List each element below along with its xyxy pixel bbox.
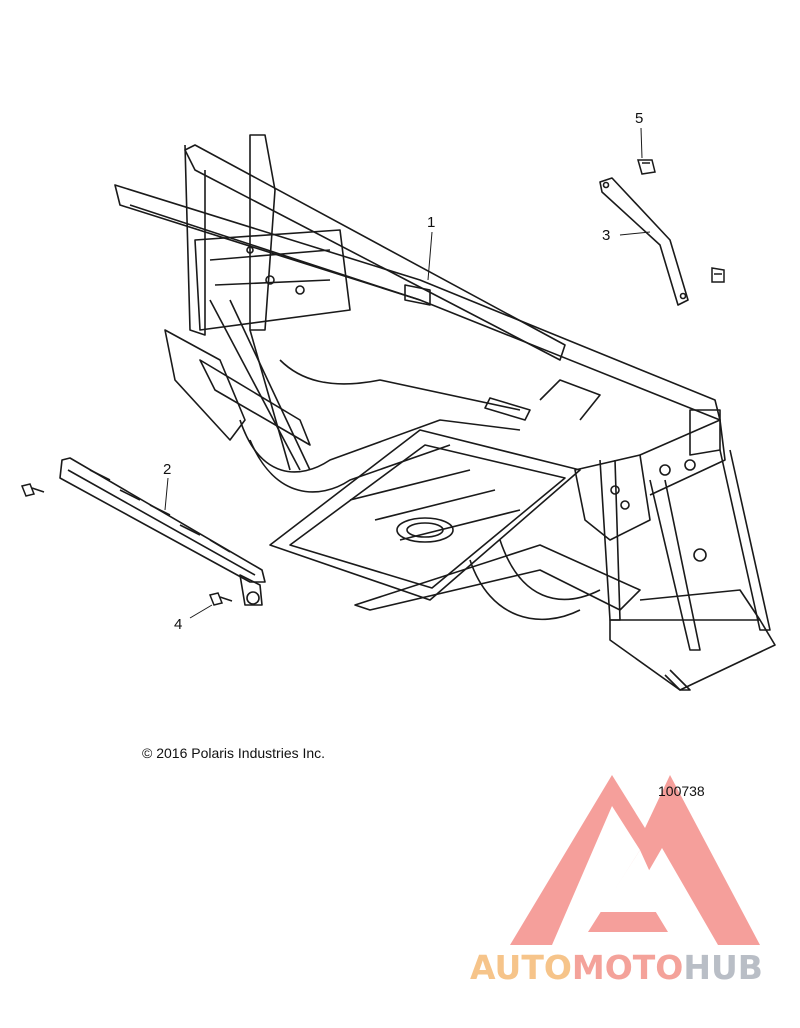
- copyright-text: © 2016 Polaris Industries Inc.: [142, 745, 326, 761]
- reference-number: 100738: [658, 783, 705, 799]
- leader-lines: [164, 127, 651, 619]
- callout-5: 5: [635, 110, 644, 127]
- watermark-text: AUTOMOTOHUB: [470, 948, 763, 987]
- callout-3: 3: [602, 227, 611, 244]
- watermark-auto: AUTO: [470, 948, 572, 987]
- main-frame-part: [114, 134, 776, 691]
- watermark-logo-icon: [510, 775, 760, 945]
- side-rail-part: [59, 457, 266, 606]
- callout-1: 1: [427, 214, 436, 231]
- bracket-part: [599, 177, 689, 306]
- watermark-hub: HUB: [683, 948, 763, 987]
- callout-4: 4: [174, 616, 183, 633]
- clip-part: [637, 159, 725, 283]
- callout-2: 2: [163, 461, 172, 478]
- bolt-part: [20, 483, 233, 606]
- watermark-moto: MOTO: [571, 948, 684, 987]
